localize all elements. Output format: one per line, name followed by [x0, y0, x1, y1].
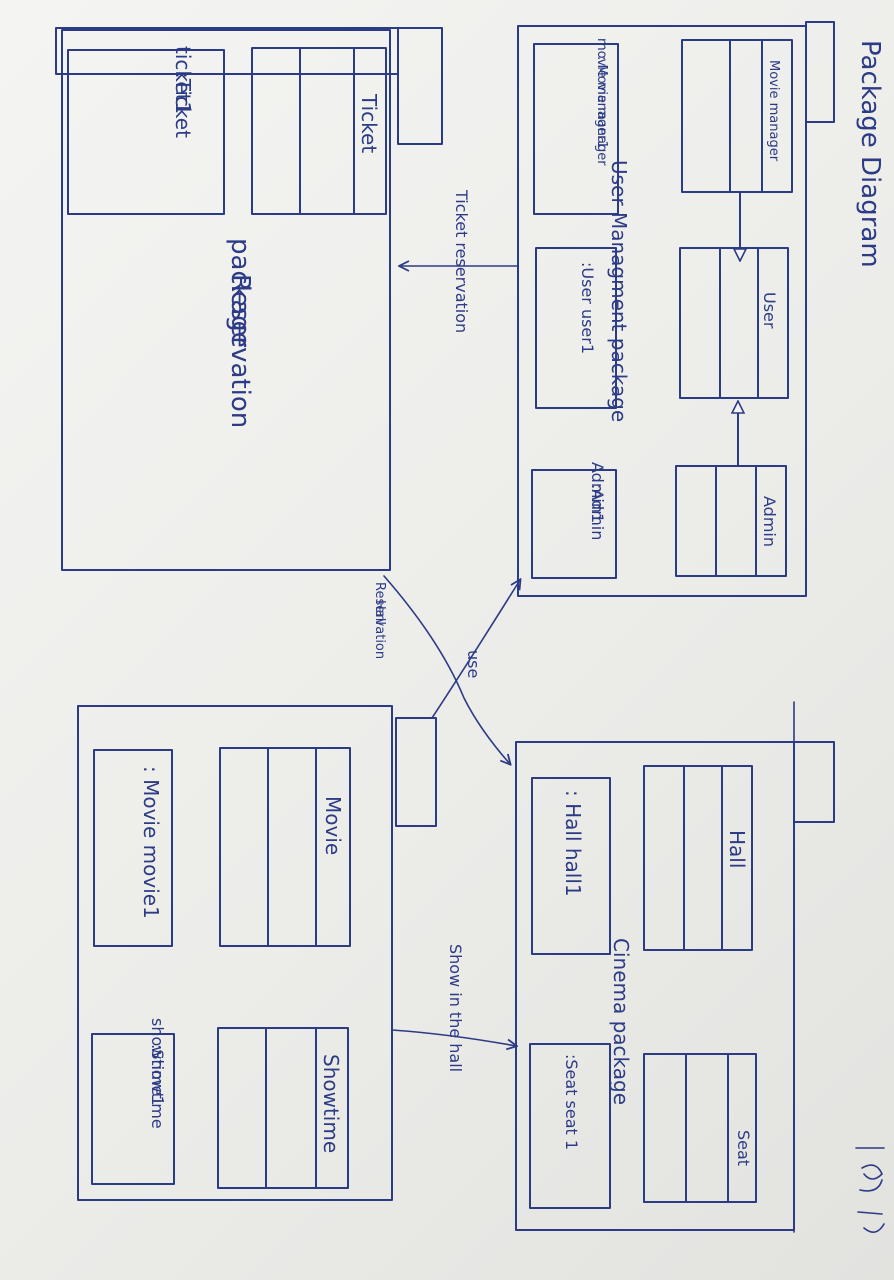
relation-hall-reservation: Hall Reservation — [372, 575, 510, 764]
svg-text::Seat seat 1: :Seat seat 1 — [562, 1054, 581, 1150]
object-hall: : Hall hall1 — [531, 777, 611, 955]
package-tab — [397, 27, 443, 145]
class-name: User — [760, 292, 779, 329]
class-ticket: Ticket — [251, 47, 387, 215]
svg-text::Admin Admin1: :Admin Admin1 — [588, 462, 607, 545]
package-tab — [395, 717, 437, 827]
object-admin: :Admin Admin1 — [531, 462, 617, 579]
object-movie: : Movie movie1 — [93, 749, 173, 947]
svg-text:use: use — [464, 650, 483, 678]
class-movie: Movie — [219, 747, 351, 947]
svg-text:: Movie manager movie: : Movie manager movie manager1 — [594, 38, 609, 170]
object-showtime: :Showtime showtime1 — [91, 1018, 175, 1185]
object-movie-manager: : Movie manager movie manager1 — [533, 38, 619, 215]
svg-text:Ticket reservation: Ticket reservation — [452, 189, 471, 333]
user-management-package: User Managment package Movie manager Use… — [517, 21, 835, 597]
package-name: Cinema package — [609, 938, 633, 1105]
class-name: Admin — [760, 496, 779, 547]
class-name: Movie — [321, 796, 345, 855]
svg-text:: Movie movie1: : Movie movie1 — [139, 766, 163, 919]
class-movie-manager: Movie manager — [681, 39, 793, 193]
relation-ticket-reservation: Ticket reservation — [400, 189, 519, 333]
svg-text::Showtime showtime1: :Showtime showtime1 — [148, 1018, 167, 1134]
object-seat: :Seat seat 1 — [529, 1043, 611, 1209]
cinema-package: Cinema package Hall Seat : Hall hall1 :S… — [515, 701, 835, 1233]
signature — [855, 1147, 885, 1233]
movie-package: Movie Showtime : Movie movie1 :Showtime … — [77, 705, 437, 1201]
relation-use: use — [431, 580, 520, 719]
diagram-title: Package Diagram — [855, 40, 885, 268]
package-tab — [805, 21, 835, 123]
package-tab — [793, 741, 835, 823]
class-name: Hall — [725, 830, 749, 868]
svg-text::User user1: :User user1 — [578, 262, 597, 354]
class-admin: Admin — [675, 465, 787, 577]
class-seat: Seat — [643, 1053, 757, 1203]
class-name: Showtime — [319, 1054, 343, 1153]
class-name: Ticket — [357, 93, 381, 153]
class-name: Seat — [734, 1130, 753, 1166]
relation-show-in-hall: Show in the hall — [391, 944, 516, 1072]
object-ticket: :Ticket ticket1 — [67, 46, 225, 215]
svg-text:Hall Reservation: Hall Reservation — [372, 582, 387, 659]
class-name: Movie manager — [766, 60, 781, 162]
class-showtime: Showtime — [217, 1027, 349, 1189]
package-name: Reservation package — [225, 238, 255, 437]
class-user: User — [679, 247, 789, 399]
svg-text:Show in the hall: Show in the hall — [446, 944, 465, 1072]
class-hall: Hall — [643, 765, 753, 951]
svg-text::Ticket ticket1: :Ticket ticket1 — [171, 46, 195, 144]
svg-text:: Hall hall1: : Hall hall1 — [561, 790, 585, 897]
reservation-package: Reservation package Ticket :Ticket ticke… — [55, 27, 443, 571]
object-user: :User user1 — [535, 247, 617, 409]
